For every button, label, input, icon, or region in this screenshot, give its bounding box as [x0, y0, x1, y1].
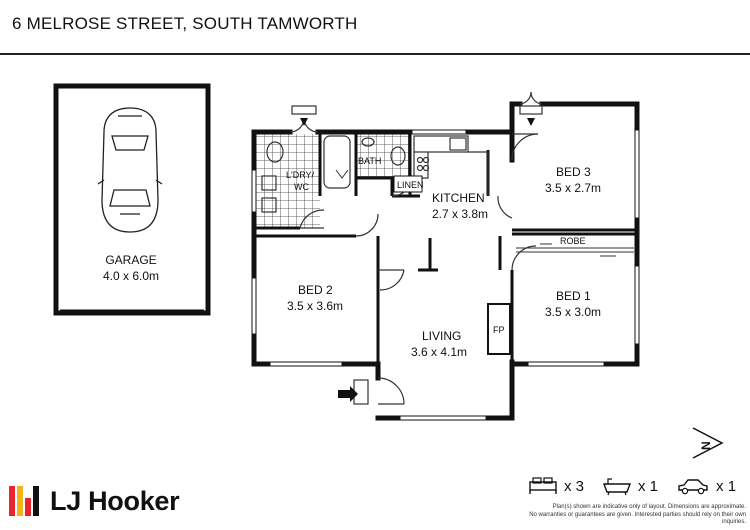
bed2-label: BED 2 [298, 283, 333, 297]
bathroom-fixtures [261, 135, 406, 213]
windows [251, 128, 640, 421]
disclaimer-line-2: No warranties or guarantees are given. I… [529, 511, 746, 526]
linen-label: LINEN [397, 180, 424, 190]
bath-label: BATH [358, 156, 381, 166]
bathroom-count: x 1 [638, 477, 659, 495]
lj-hooker-mark-icon [9, 486, 39, 516]
disclaimer-line-1: Plan(s) shown are indicative only of lay… [552, 504, 746, 510]
car-count-icon [678, 479, 708, 495]
linen-cupboard [393, 175, 423, 193]
kitchen-dims: 2.7 x 3.8m [432, 207, 488, 221]
living-dims: 3.6 x 4.1m [411, 345, 467, 359]
bed-icon [529, 477, 557, 494]
brand-logo: LJ Hooker [8, 484, 180, 518]
floor-plan: GARAGE 4.0 x 6.0m [53, 83, 724, 459]
fireplace-label: FP [493, 325, 505, 335]
bedroom-count: x 3 [564, 477, 585, 495]
compass-label: N [699, 441, 713, 450]
laundry-label: L'DRY/ [286, 170, 315, 180]
bed1-dims: 3.5 x 3.0m [545, 305, 601, 319]
house-walls [251, 101, 640, 421]
brand-name: LJ Hooker [50, 485, 180, 516]
fireplace [487, 303, 511, 355]
bath-tiles [356, 134, 410, 178]
entry-arrow-icon [338, 386, 358, 402]
bath-icon [603, 478, 632, 496]
garage-label: GARAGE [105, 253, 156, 267]
title-divider [0, 53, 750, 55]
robe-label: ROBE [560, 236, 586, 246]
car-icon [97, 107, 163, 233]
kitchen-label: KITCHEN [432, 191, 485, 205]
laundry-label-2: WC [294, 182, 309, 192]
car-count: x 1 [716, 477, 737, 495]
compass-icon: N [692, 427, 724, 459]
bed1-label: BED 1 [556, 289, 591, 303]
page-title: 6 MELROSE STREET, SOUTH TAMWORTH [12, 14, 358, 33]
bed3-label: BED 3 [556, 165, 591, 179]
down-arrow-icon [300, 118, 535, 126]
living-label: LIVING [422, 329, 461, 343]
bed3-dims: 3.5 x 2.7m [545, 181, 601, 195]
garage: GARAGE 4.0 x 6.0m [53, 83, 211, 316]
kitchen-bench [413, 135, 489, 196]
garage-dims: 4.0 x 6.0m [103, 269, 159, 283]
bed2-dims: 3.5 x 3.6m [287, 299, 343, 313]
disclaimer: Plan(s) shown are indicative only of lay… [510, 504, 746, 527]
feature-counts: x 3 x 1 x 1 [528, 476, 736, 496]
robe [516, 243, 634, 257]
